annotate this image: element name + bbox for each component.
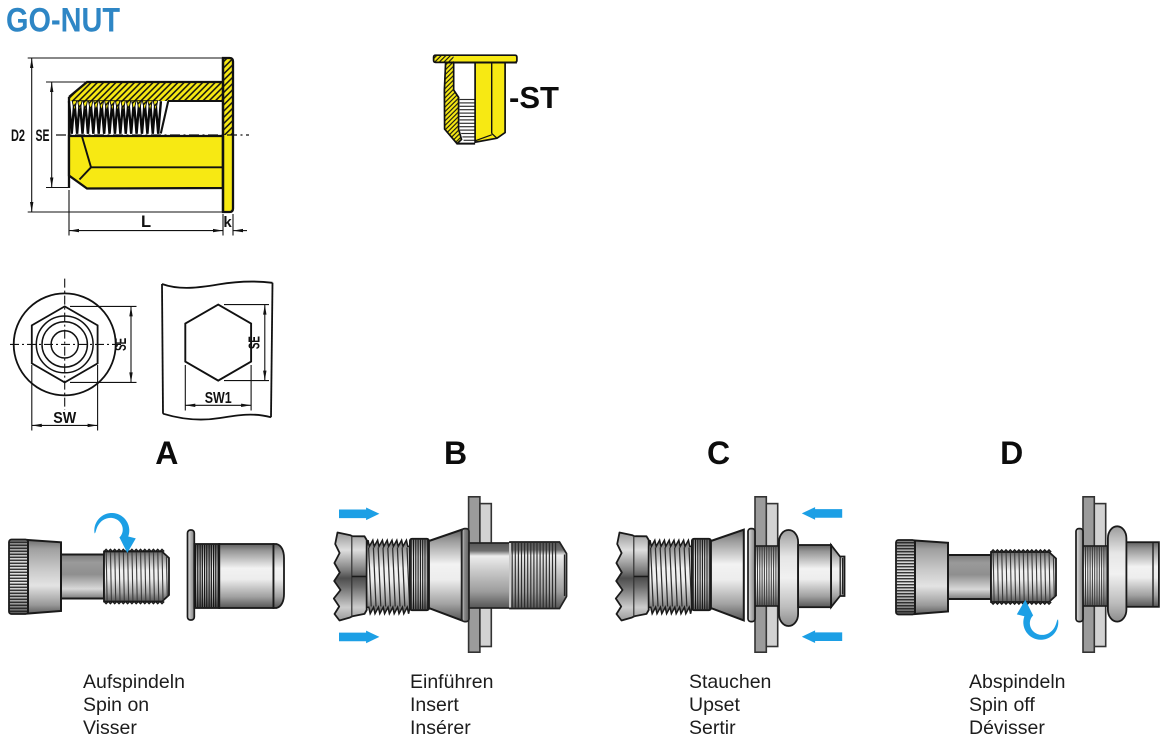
svg-text:D2: D2 <box>11 127 25 145</box>
svg-text:SE: SE <box>36 127 50 145</box>
svg-text:Upset: Upset <box>689 694 741 716</box>
svg-text:SE: SE <box>247 336 264 349</box>
svg-text:SE: SE <box>113 338 130 351</box>
svg-text:Insérer: Insérer <box>410 717 471 739</box>
svg-text:SW: SW <box>53 410 76 427</box>
svg-text:Sertir: Sertir <box>689 717 736 739</box>
svg-text:Aufspindeln: Aufspindeln <box>83 671 185 693</box>
svg-text:C: C <box>707 435 730 471</box>
svg-text:k: k <box>223 214 232 231</box>
svg-text:-ST: -ST <box>509 80 559 115</box>
svg-text:SW1: SW1 <box>205 390 232 407</box>
svg-text:A: A <box>155 435 178 471</box>
svg-text:Einführen: Einführen <box>410 671 493 693</box>
svg-text:Stauchen: Stauchen <box>689 671 771 693</box>
svg-text:L: L <box>141 213 151 231</box>
svg-text:Spin off: Spin off <box>969 694 1035 716</box>
svg-text:D: D <box>1000 435 1023 471</box>
svg-text:GO-NUT: GO-NUT <box>6 2 120 40</box>
svg-text:B: B <box>444 435 467 471</box>
svg-text:Insert: Insert <box>410 694 459 716</box>
svg-text:Abspindeln: Abspindeln <box>969 671 1066 693</box>
svg-text:Spin on: Spin on <box>83 694 149 716</box>
svg-text:Dévisser: Dévisser <box>969 717 1045 739</box>
svg-text:Visser: Visser <box>83 717 137 739</box>
